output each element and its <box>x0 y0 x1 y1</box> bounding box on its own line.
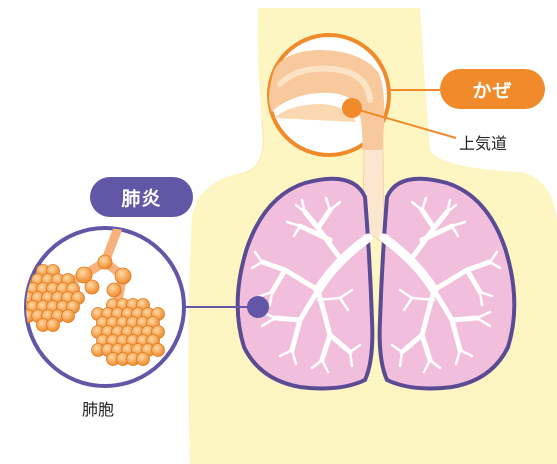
alveolus <box>115 268 131 284</box>
upper-airway-label: 上気道 <box>459 130 507 154</box>
alveolus <box>62 310 75 323</box>
alveolus <box>152 344 165 357</box>
cold-label: かぜ <box>472 76 512 103</box>
alveolus <box>12 292 25 305</box>
alveoli-label: 肺胞 <box>82 396 114 420</box>
alveolus <box>137 353 150 366</box>
airway-pointer-dot <box>342 98 362 118</box>
pneumonia-label: 肺炎 <box>121 184 161 211</box>
alveolus <box>107 283 121 297</box>
pneumonia-badge: 肺炎 <box>90 177 193 217</box>
cold-badge: かぜ <box>440 69 545 109</box>
alveolus <box>85 280 99 294</box>
alveolus <box>47 319 60 332</box>
alveoli-pointer-dot <box>247 296 269 318</box>
alveolus <box>98 255 112 269</box>
